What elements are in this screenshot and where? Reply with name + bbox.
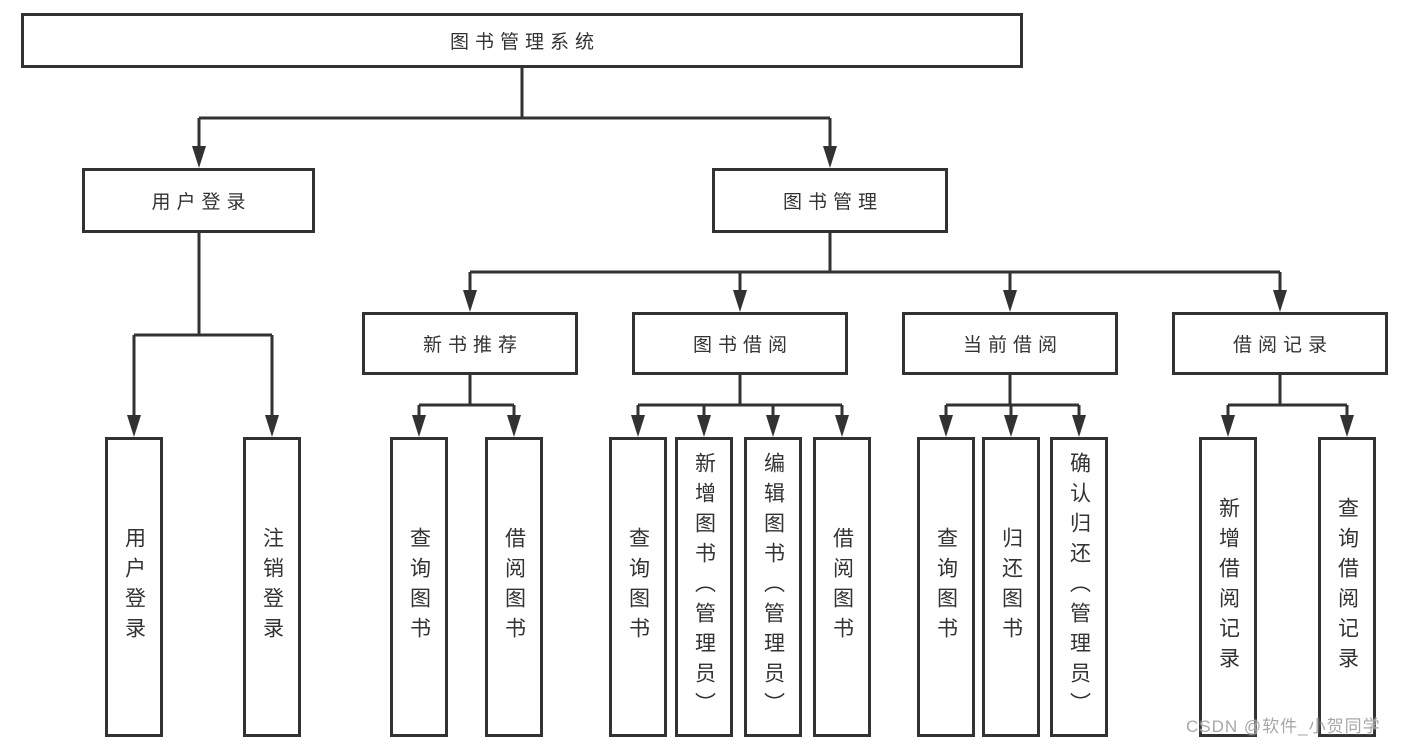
arrowheads	[127, 146, 1354, 437]
node-book-management: 图书管理	[712, 168, 948, 233]
node-leaf-query-borrow-record: 查询借阅记录	[1318, 437, 1376, 737]
node-leaf-add-book-admin: 新增图书（管理员）	[675, 437, 733, 737]
csdn-watermark: CSDN @软件_小贺同学	[1186, 717, 1381, 736]
node-borrowing-records: 借阅记录	[1172, 312, 1388, 375]
node-new-book-recommendation: 新书推荐	[362, 312, 578, 375]
node-current-borrowing: 当前借阅	[902, 312, 1118, 375]
node-leaf-confirm-return-admin: 确认归还（管理员）	[1050, 437, 1108, 737]
node-leaf-query-books-recommend: 查询图书	[390, 437, 448, 737]
node-leaf-borrow-book-recommend: 借阅图书	[485, 437, 543, 737]
node-leaf-logout: 注销登录	[243, 437, 301, 737]
node-leaf-user-login: 用户登录	[105, 437, 163, 737]
node-leaf-return-book: 归还图书	[982, 437, 1040, 737]
node-user-login: 用户登录	[82, 168, 315, 233]
node-leaf-add-borrow-record: 新增借阅记录	[1199, 437, 1257, 737]
node-leaf-borrow-book: 借阅图书	[813, 437, 871, 737]
node-leaf-query-books-borrowing: 查询图书	[609, 437, 667, 737]
node-leaf-query-books-current: 查询图书	[917, 437, 975, 737]
node-library-management-system: 图书管理系统	[21, 13, 1023, 68]
node-leaf-edit-book-admin: 编辑图书（管理员）	[744, 437, 802, 737]
node-book-borrowing: 图书借阅	[632, 312, 848, 375]
